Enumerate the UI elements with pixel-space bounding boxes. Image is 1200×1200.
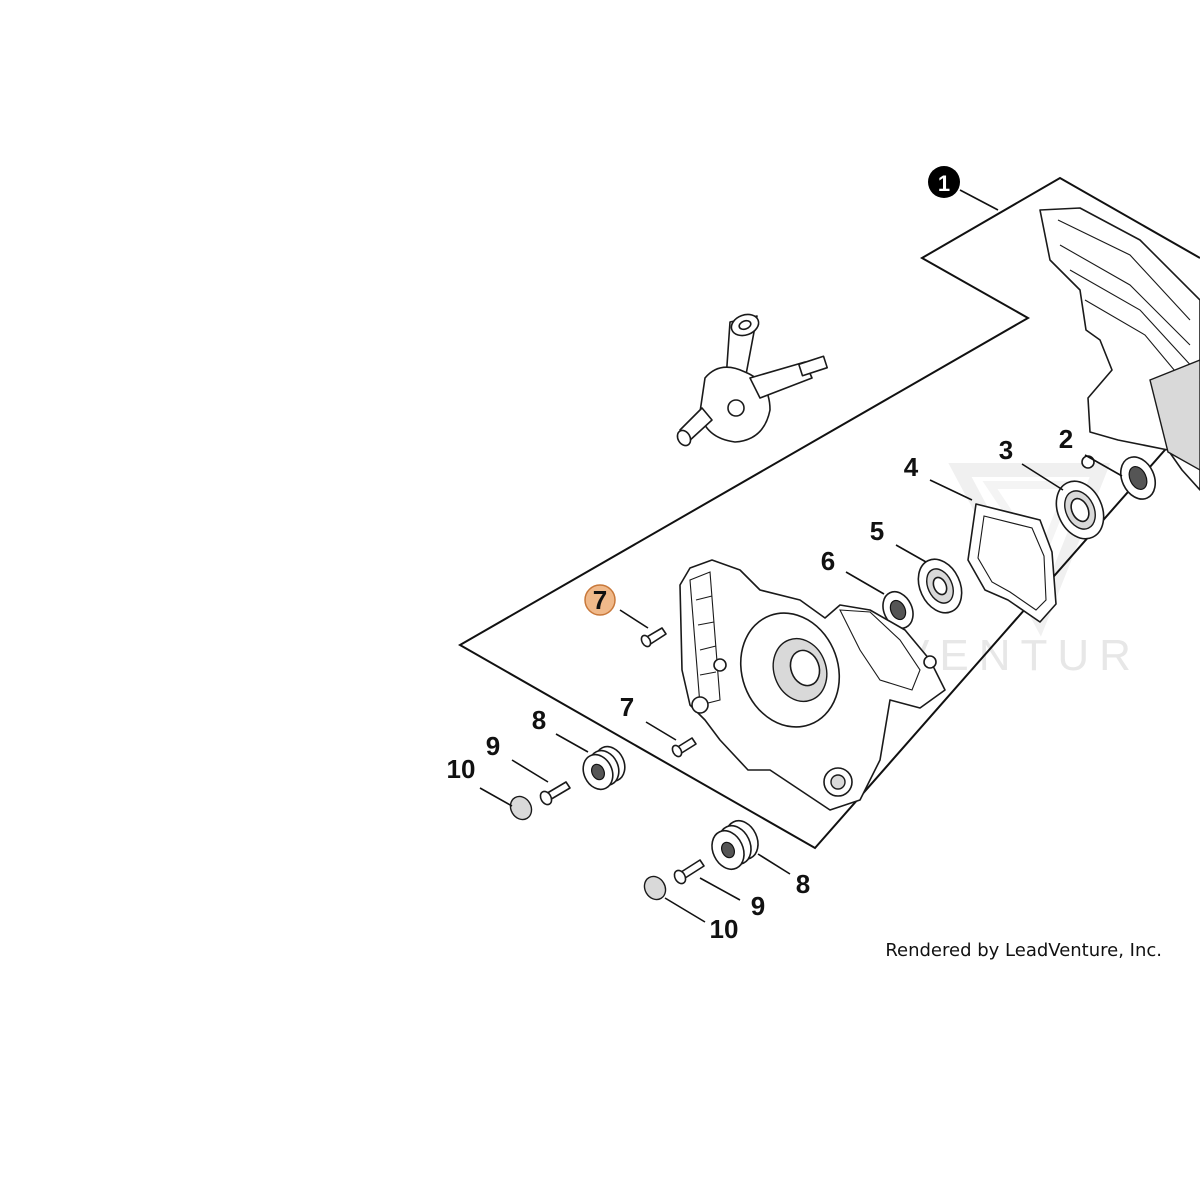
- crankcase-half-front[interactable]: [679, 559, 946, 811]
- callout-5[interactable]: 5: [870, 516, 884, 546]
- leader-10b: [664, 897, 706, 923]
- leader-9a: [511, 759, 549, 783]
- leader-3: [1021, 463, 1064, 491]
- part-10-cap-upper[interactable]: [506, 793, 535, 824]
- assembly-badge-label: 1: [938, 171, 950, 196]
- callout-9a[interactable]: 9: [486, 731, 500, 761]
- crankcase-half-rear[interactable]: [1039, 207, 1200, 491]
- leader-8b: [757, 853, 791, 875]
- leader-2: [1084, 454, 1123, 477]
- part-9-pin-lower[interactable]: [672, 859, 705, 886]
- callout-8a[interactable]: 8: [532, 705, 546, 735]
- highlight-circle: [584, 584, 616, 616]
- part-8-grommet-upper[interactable]: [578, 742, 631, 794]
- callout-10b[interactable]: 10: [710, 914, 739, 944]
- leader-7b: [645, 721, 677, 741]
- assembly-outline: [457, 176, 1200, 850]
- assembly-badge[interactable]: 1: [928, 166, 960, 198]
- callout-2[interactable]: 2: [1059, 424, 1073, 454]
- callout-7-highlighted[interactable]: 7: [584, 584, 616, 616]
- watermark-text: VENTUR: [900, 631, 1141, 680]
- part-8-grommet-lower[interactable]: [706, 816, 764, 875]
- callout-9b[interactable]: 9: [751, 891, 765, 921]
- leader-9b: [699, 877, 741, 901]
- leader-6: [845, 571, 885, 595]
- callout-6[interactable]: 6: [821, 546, 835, 576]
- callout-7b[interactable]: 7: [620, 692, 634, 722]
- part-7-screw-lower[interactable]: [671, 737, 697, 758]
- crankshaft[interactable]: [675, 311, 829, 448]
- part-9-pin-upper[interactable]: [538, 781, 571, 807]
- part-3-ball-bearing[interactable]: [1047, 474, 1112, 547]
- part-2-oil-seal[interactable]: [1114, 451, 1162, 504]
- render-credit: Rendered by LeadVenture, Inc.: [885, 940, 1162, 961]
- leader-4: [929, 479, 973, 501]
- part-6-oil-seal[interactable]: [877, 587, 918, 633]
- callout-7a[interactable]: 7: [593, 585, 607, 615]
- part-10-cap-lower[interactable]: [640, 873, 669, 904]
- callout-10a[interactable]: 10: [447, 754, 476, 784]
- leader-10a: [479, 787, 513, 807]
- leader-7a: [619, 609, 649, 629]
- part-7-screw-upper[interactable]: [640, 627, 667, 648]
- part-4-gasket[interactable]: [967, 503, 1057, 623]
- assembly-leader: [959, 189, 999, 211]
- leader-8a: [555, 733, 589, 753]
- callout-4[interactable]: 4: [904, 452, 919, 482]
- callout-8b[interactable]: 8: [796, 869, 810, 899]
- leader-5: [895, 544, 927, 563]
- part-5-ball-bearing[interactable]: [910, 552, 970, 620]
- callout-3[interactable]: 3: [999, 435, 1013, 465]
